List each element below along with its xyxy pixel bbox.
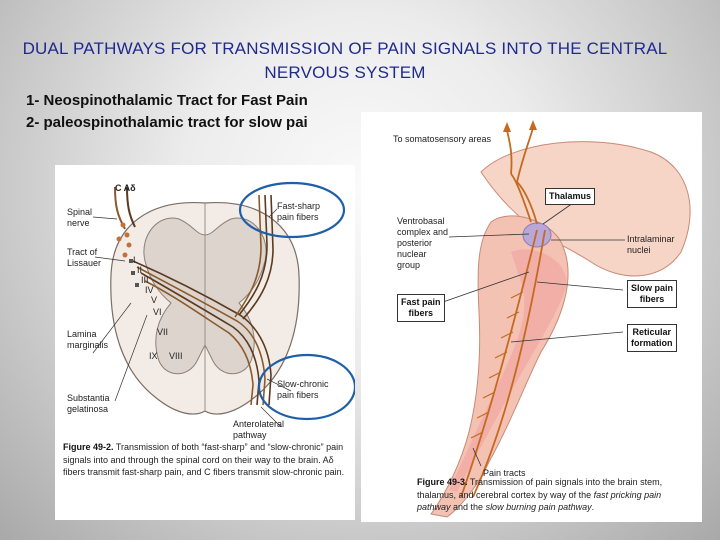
figure-49-2-caption: Figure 49-2. Transmission of both “fast-… <box>63 441 347 479</box>
lamina-V: V <box>151 295 157 306</box>
lamina-I: I <box>133 255 136 266</box>
slow-pain-fibers-box: Slow pain fibers <box>627 280 677 308</box>
figure-49-3-caption: Figure 49-3. Transmission of pain signal… <box>417 476 697 514</box>
lamina-IX: IX <box>149 351 158 362</box>
spinal-nerve-label: Spinal nerve <box>67 207 92 229</box>
anterolateral-pathway-label: Anterolateral pathway <box>233 419 284 441</box>
point-fast-pain: 1- Neospinothalamic Tract for Fast Pain <box>26 92 308 109</box>
fast-pain-fibers-box: Fast pain fibers <box>397 294 445 322</box>
lamina-VII: VII <box>157 327 168 338</box>
point-slow-pain: 2- paleospinothalamic tract for slow pai <box>26 114 308 131</box>
spinal-cord-figure: C Aδ Spinal nerve Tract of Lissauer Lami… <box>55 165 355 520</box>
fast-sharp-fibers-label: Fast-sharp pain fibers <box>277 201 320 223</box>
thalamus-box: Thalamus <box>545 188 595 205</box>
figure-49-2-label: Figure 49-2. <box>63 442 114 452</box>
figure-49-3-end: . <box>592 502 595 512</box>
lamina-VIII: VIII <box>169 351 183 362</box>
brain-pathway-figure: To somatosensory areas Thalamus Ventroba… <box>361 112 702 522</box>
ventrobasal-complex-label: Ventrobasal complex and posterior nuclea… <box>397 216 448 271</box>
slow-chronic-fibers-label: Slow-chronic pain fibers <box>277 379 329 401</box>
figure-49-3-slow-pathway: slow burning pain pathway <box>486 502 592 512</box>
tract-of-lissauer-label: Tract of Lissauer <box>67 247 101 269</box>
intralaminar-nuclei-label: Intralaminar nuclei <box>627 234 675 256</box>
figure-49-3-label: Figure 49-3. <box>417 477 468 487</box>
somatosensory-areas-label: To somatosensory areas <box>393 134 491 145</box>
thalamus-nucleus <box>523 223 551 247</box>
reticular-formation-box: Reticular formation <box>627 324 677 352</box>
slide-title: DUAL PATHWAYS FOR TRANSMISSION OF PAIN S… <box>20 37 670 85</box>
substantia-gelatinosa-label: Substantia gelatinosa <box>67 393 110 415</box>
lamina-VI: VI <box>153 307 162 318</box>
lamina-marginalis-label: Lamina marginalis <box>67 329 108 351</box>
figure-49-3-text-2: and the <box>451 502 486 512</box>
fiber-type-label: C Aδ <box>115 183 136 194</box>
